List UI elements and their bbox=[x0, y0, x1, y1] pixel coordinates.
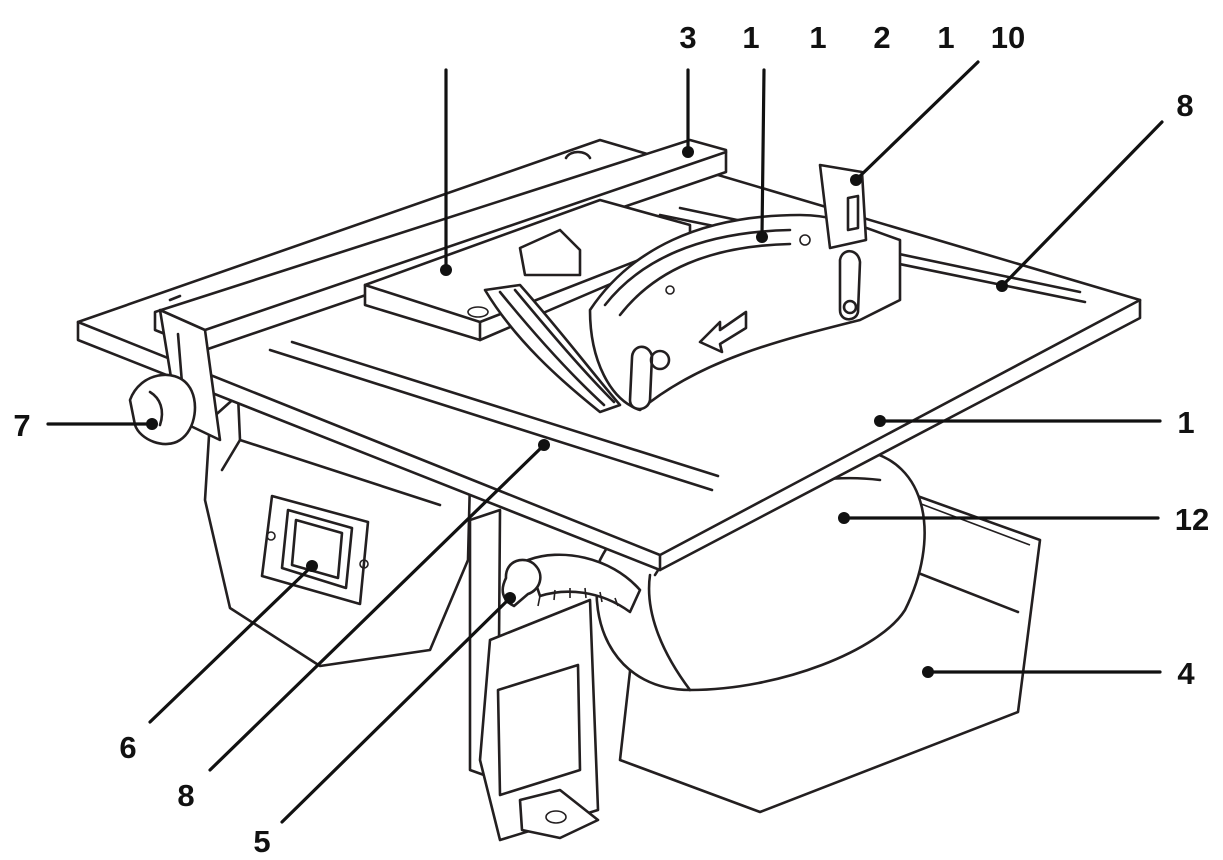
callout-top-3: 3 bbox=[679, 20, 696, 55]
callout-right-8: 8 bbox=[1176, 88, 1193, 123]
callout-right-4: 4 bbox=[1177, 656, 1195, 691]
callout-labels: 3 1 1 2 1 10 8 1 12 4 7 6 8 5 bbox=[13, 20, 1209, 859]
callout-top-1a: 1 bbox=[742, 20, 759, 55]
callout-right-1: 1 bbox=[1177, 405, 1194, 440]
callout-top-2: 2 bbox=[873, 20, 890, 55]
callout-top-10: 10 bbox=[991, 20, 1025, 55]
callout-bottom-5: 5 bbox=[253, 824, 270, 859]
blade-guard bbox=[483, 163, 902, 414]
callout-right-12: 12 bbox=[1175, 502, 1209, 537]
callout-top-1c: 1 bbox=[937, 20, 954, 55]
table-details bbox=[168, 150, 592, 302]
callout-bottom-8: 8 bbox=[177, 778, 194, 813]
callout-left-7: 7 bbox=[13, 408, 30, 443]
callout-top-1b: 1 bbox=[809, 20, 826, 55]
fence-lock-knob bbox=[128, 373, 197, 446]
leader-lines bbox=[46, 60, 1164, 824]
rip-fence bbox=[153, 138, 728, 442]
saw-illustration bbox=[76, 138, 1142, 842]
stand-frame bbox=[468, 508, 600, 842]
switch-panel bbox=[260, 494, 370, 606]
callout-bottom-6: 6 bbox=[119, 730, 136, 765]
